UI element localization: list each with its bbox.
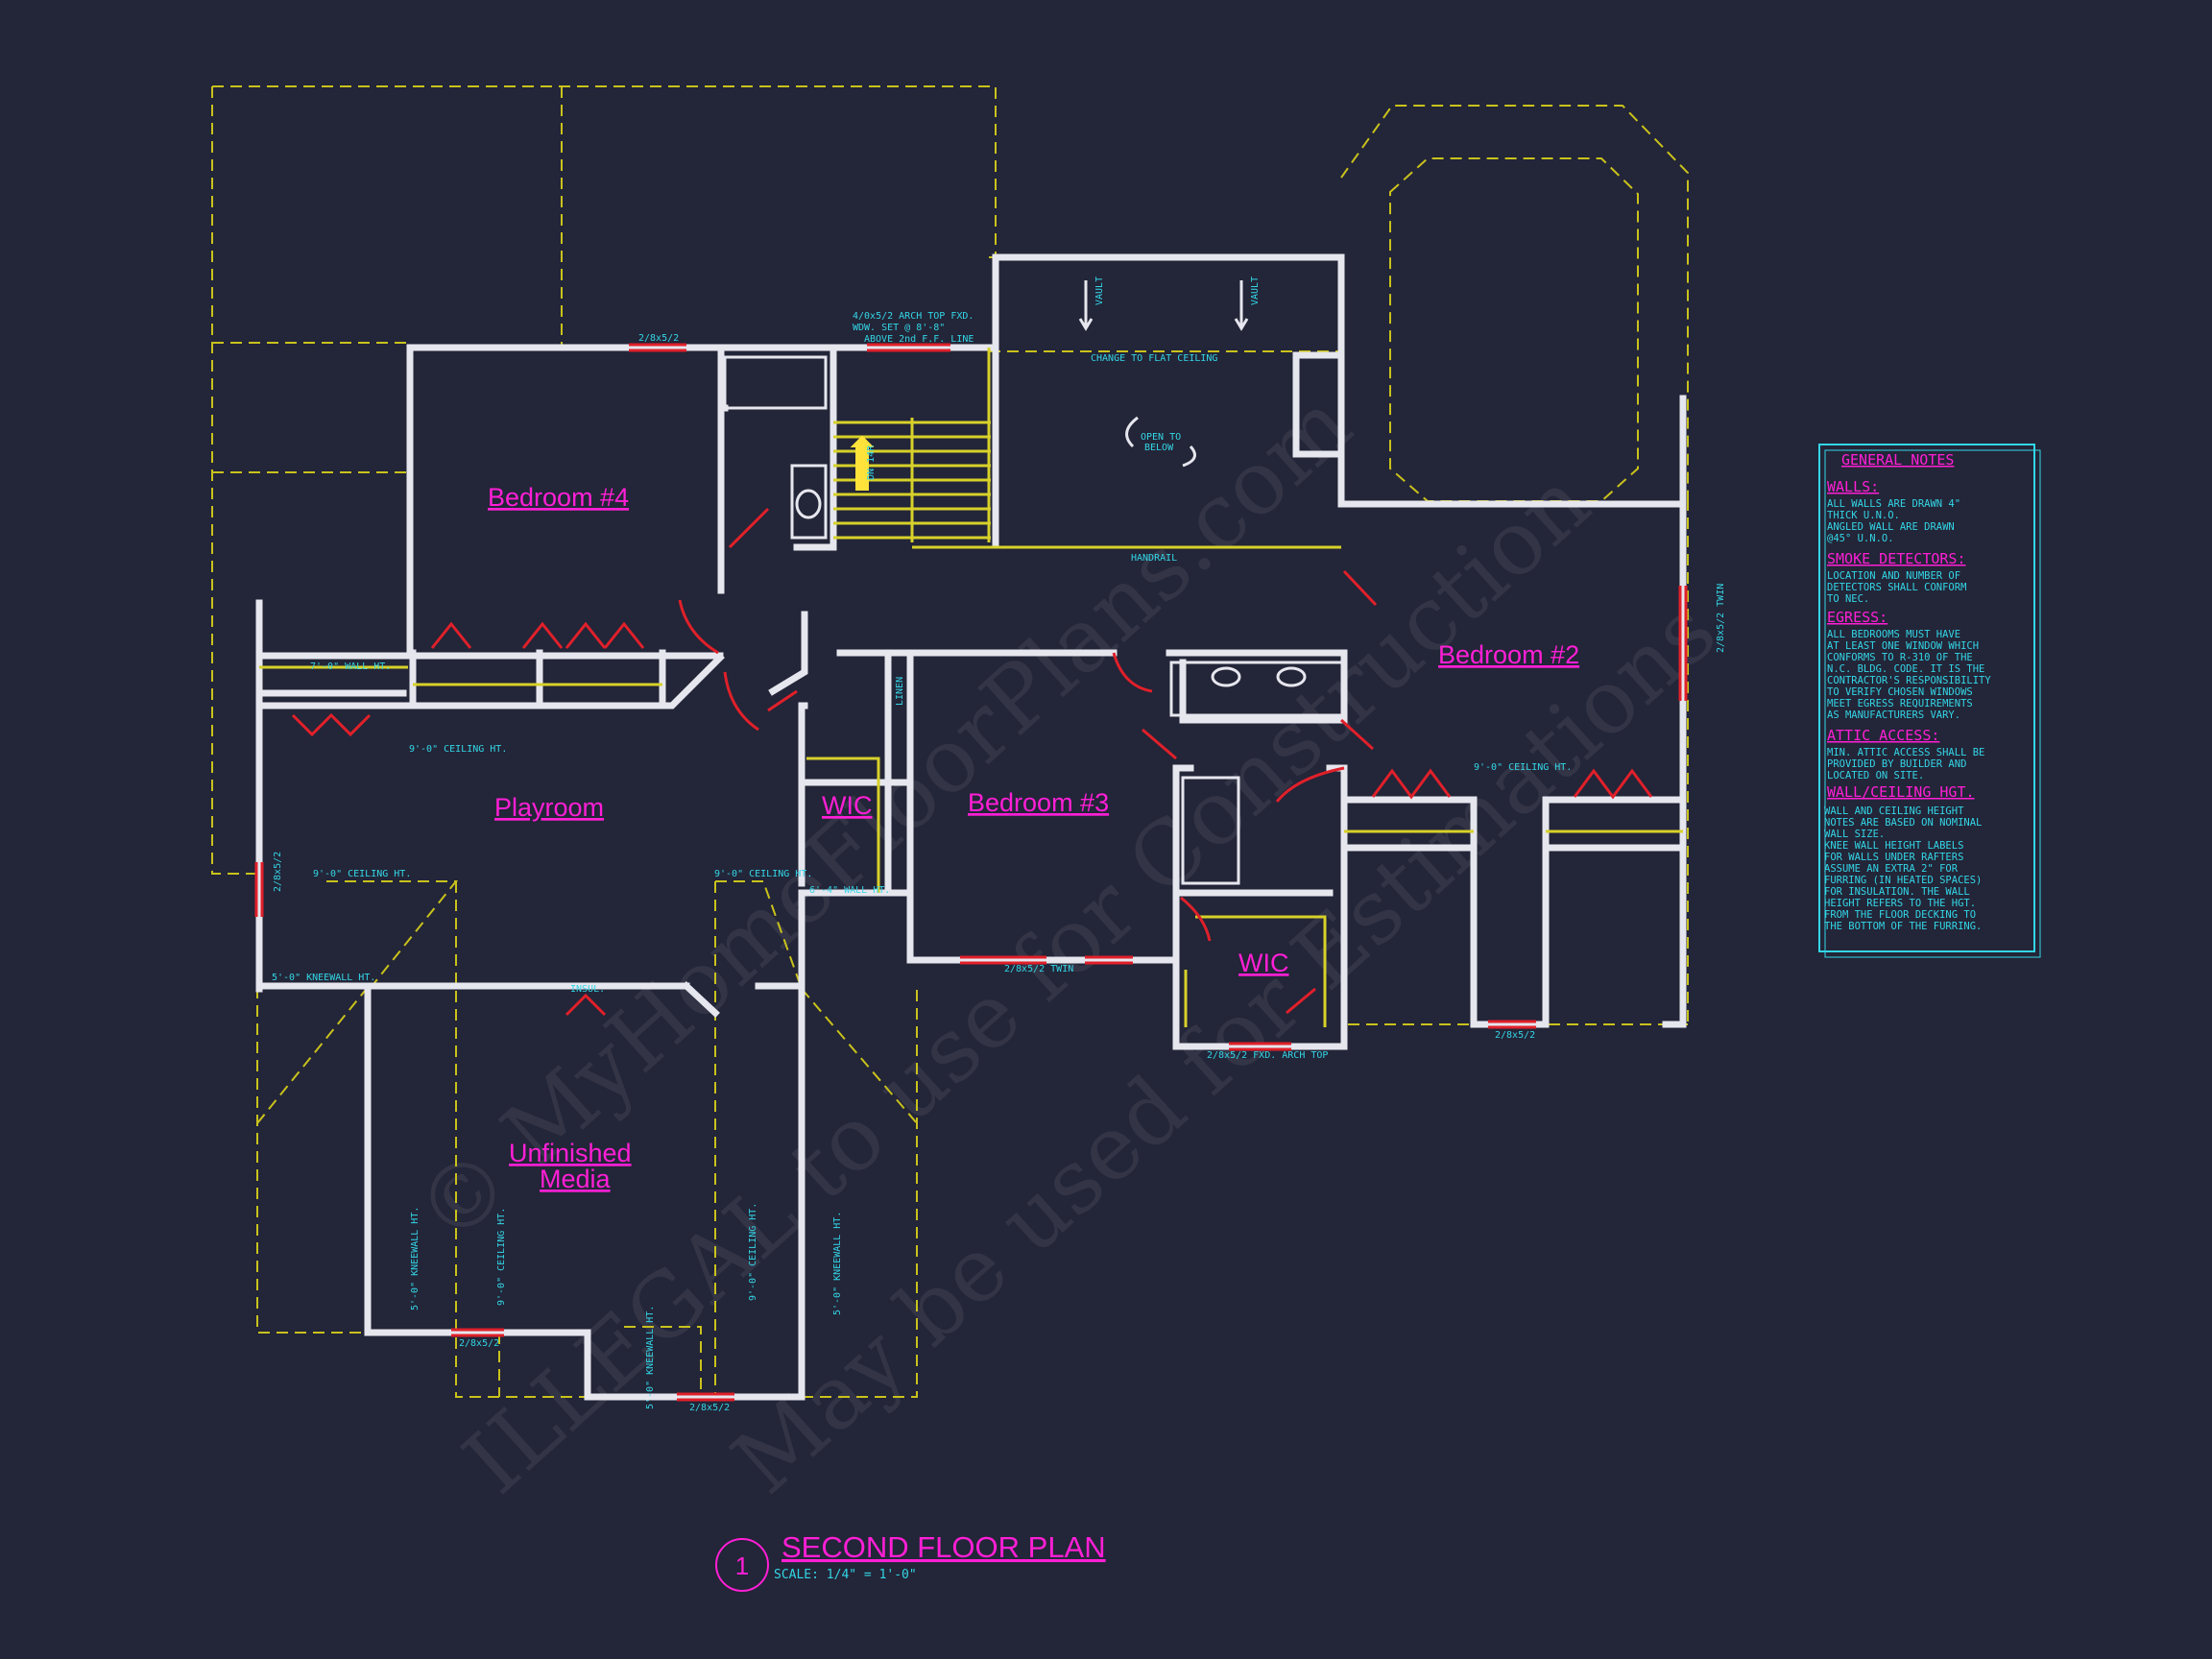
- notes-wall-ceiling-line: FURRING (IN HEATED SPACES): [1824, 875, 1982, 886]
- label-handrail: HANDRAIL: [1131, 553, 1177, 564]
- notes-attic-line: MIN. ATTIC ACCESS SHALL BE: [1827, 747, 1984, 758]
- label-ceiling-vertical-2: 9'-0" CEILING HT.: [748, 1203, 758, 1301]
- label-window-left: 2/8x5/2: [273, 852, 283, 892]
- notes-egress-line: N.C. BLDG. CODE. IT IS THE: [1827, 663, 1984, 675]
- label-stair-down: DN 14R: [866, 445, 877, 480]
- notes-wall-ceiling-line: ASSUME AN EXTRA 2" FOR: [1824, 863, 1959, 875]
- label-window-media-1: 2/8x5/2: [459, 1338, 499, 1349]
- label-kneewall-vertical-3: 5'-0" KNEEWALL HT.: [645, 1306, 656, 1409]
- notes-walls-line: ANGLED WALL ARE DRAWN: [1827, 521, 1955, 533]
- notes-smoke-heading: SMOKE DETECTORS:: [1827, 550, 1966, 567]
- notes-wall-ceiling-line: FOR WALLS UNDER RAFTERS: [1824, 852, 1963, 863]
- watermark-line-2: ILLEGAL to use for Construction: [445, 450, 1609, 1513]
- stair-arrow-icon: [850, 435, 875, 491]
- drawing-title: SECOND FLOOR PLAN: [781, 1530, 1106, 1564]
- label-ceiling-9-b: 9'-0" CEILING HT.: [313, 869, 411, 879]
- label-ceiling-9-a: 9'-0" CEILING HT.: [409, 744, 507, 755]
- label-window-bottom-right: 2/8x5/2: [1495, 1030, 1535, 1041]
- walls: [255, 253, 1687, 1401]
- general-notes-box: GENERAL NOTES WALLS: ALL WALLS ARE DRAWN…: [1818, 444, 2041, 958]
- notes-smoke-line: TO NEC.: [1827, 593, 1869, 605]
- label-window-bed3-twin: 2/8x5/2 TWIN: [1004, 964, 1073, 974]
- notes-smoke-line: LOCATION AND NUMBER OF: [1827, 570, 1960, 582]
- label-insulation: INSUL.: [570, 984, 605, 995]
- notes-attic-line: LOCATED ON SITE.: [1827, 770, 1924, 781]
- label-ceiling-9-d: 9'-0" CEILING HT.: [1474, 762, 1572, 773]
- label-ceiling-vertical-1: 9'-0" CEILING HT.: [496, 1208, 507, 1306]
- notes-walls-line: @45° U.N.O.: [1827, 533, 1894, 544]
- label-window-wic-arch: 2/8x5/2 FXD. ARCH TOP: [1207, 1050, 1328, 1061]
- notes-wall-ceiling-heading: WALL/CEILING HGT.: [1827, 783, 1975, 801]
- room-labels: Bedroom #4 Bedroom #2 Bedroom #3 Playroo…: [488, 483, 1579, 1193]
- drawing-scale: SCALE: 1/4" = 1'-0": [774, 1568, 917, 1582]
- notes-walls-line: THICK U.N.O.: [1827, 510, 1900, 521]
- label-window-top-left: 2/8x5/2: [638, 333, 679, 344]
- label-kneewall-vertical-2: 5'-0" KNEEWALL HT.: [832, 1212, 843, 1315]
- notes-smoke-line: DETECTORS SHALL CONFORM: [1827, 582, 1966, 593]
- notes-wall-ceiling-line: WALL AND CEILING HEIGHT: [1824, 805, 1964, 817]
- room-label-wic-left: WIC: [822, 791, 872, 820]
- notes-egress-line: CONTRACTOR'S RESPONSIBILITY: [1827, 675, 1991, 686]
- notes-wall-ceiling-line: NOTES ARE BASED ON NOMINAL: [1824, 817, 1982, 829]
- label-linen: LINEN: [895, 677, 905, 706]
- dashed-roof-outlines: [211, 85, 1689, 1398]
- notes-egress-line: ALL BEDROOMS MUST HAVE: [1827, 629, 1960, 640]
- notes-wall-ceiling-line: FOR INSULATION. THE WALL: [1824, 886, 1970, 898]
- room-label-media-line-1: Unfinished: [509, 1139, 632, 1167]
- general-notes-title: GENERAL NOTES: [1841, 451, 1954, 469]
- notes-walls-line: ALL WALLS ARE DRAWN 4": [1827, 498, 1960, 510]
- label-wall-ht-7: 7'-0" WALL HT.: [310, 661, 391, 672]
- label-arch-window-3: ABOVE 2nd F.F. LINE: [864, 334, 974, 345]
- notes-wall-ceiling-line: KNEE WALL HEIGHT LABELS: [1824, 840, 1963, 852]
- watermark: © MyHomeFloorPlans.com ILLEGAL to use fo…: [397, 373, 1735, 1513]
- label-flat-ceiling: CHANGE TO FLAT CEILING: [1091, 353, 1217, 364]
- title-number: 1: [735, 1551, 749, 1580]
- room-label-playroom: Playroom: [494, 793, 604, 822]
- vault-arrows: [1078, 280, 1249, 468]
- room-label-bedroom-4: Bedroom #4: [488, 483, 629, 512]
- notes-egress-line: AT LEAST ONE WINDOW WHICH: [1827, 640, 1979, 652]
- title-block: 1 SECOND FLOOR PLAN SCALE: 1/4" = 1'-0": [715, 1530, 1106, 1592]
- label-vault-2: VAULT: [1250, 276, 1261, 305]
- room-label-bedroom-3: Bedroom #3: [968, 788, 1109, 817]
- notes-attic-line: PROVIDED BY BUILDER AND: [1827, 758, 1966, 770]
- notes-wall-ceiling-line: WALL SIZE.: [1824, 829, 1885, 840]
- windows: [254, 343, 1688, 1402]
- notes-attic-heading: ATTIC ACCESS:: [1827, 727, 1939, 744]
- room-label-bedroom-2: Bedroom #2: [1438, 640, 1579, 669]
- label-arch-window-1: 4/0x5/2 ARCH TOP FXD.: [853, 311, 974, 322]
- annotations: 4/0x5/2 ARCH TOP FXD. WDW. SET @ 8'-8" A…: [272, 276, 1726, 1413]
- label-vault-1: VAULT: [1094, 276, 1105, 305]
- notes-wall-ceiling-line: FROM THE FLOOR DECKING TO: [1824, 909, 1976, 921]
- label-kneewall-vertical-1: 5'-0" KNEEWALL HT.: [410, 1207, 421, 1310]
- notes-wall-ceiling-line: HEIGHT REFERS TO THE HGT.: [1824, 898, 1976, 909]
- notes-egress-line: TO VERIFY CHOSEN WINDOWS: [1827, 686, 1973, 698]
- label-window-bed2-twin: 2/8x5/2 TWIN: [1716, 584, 1726, 653]
- stairs-and-fixtures: [259, 348, 1683, 1027]
- label-open-below-2: BELOW: [1144, 443, 1174, 453]
- notes-walls-heading: WALLS:: [1827, 478, 1879, 495]
- room-label-wic-right: WIC: [1238, 949, 1288, 977]
- label-open-below-1: OPEN TO: [1141, 432, 1181, 443]
- label-ceiling-9-c: 9'-0" CEILING HT.: [714, 869, 812, 879]
- notes-egress-line: CONFORMS TO R-310 OF THE: [1827, 652, 1973, 663]
- notes-egress-line: AS MANUFACTURERS VARY.: [1827, 709, 1960, 721]
- room-label-media-line-2: Media: [540, 1165, 612, 1193]
- doors: [291, 507, 1653, 1017]
- label-window-media-2: 2/8x5/2: [689, 1403, 730, 1413]
- notes-wall-ceiling-line: THE BOTTOM OF THE FURRING.: [1824, 921, 1982, 932]
- label-wall-ht-6: 6'-4" WALL HT.: [809, 885, 890, 896]
- label-kneewall-5: 5'-0" KNEEWALL HT.: [272, 973, 375, 983]
- notes-egress-line: MEET EGRESS REQUIREMENTS: [1827, 698, 1973, 709]
- notes-egress-heading: EGRESS:: [1827, 609, 1887, 626]
- label-arch-window-2: WDW. SET @ 8'-8": [853, 323, 945, 333]
